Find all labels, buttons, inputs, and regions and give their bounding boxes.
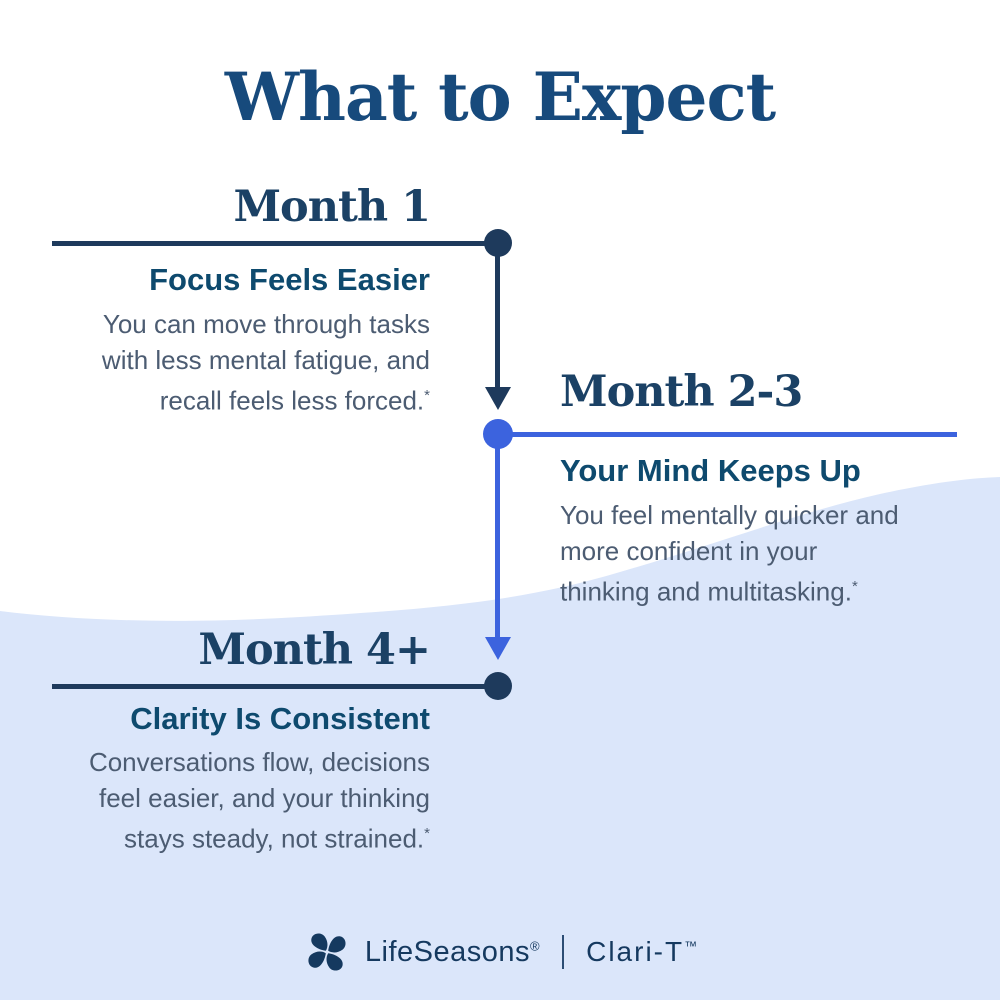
trademark-mark: ™: [684, 938, 700, 954]
arrow-down-dark-icon: [485, 387, 511, 410]
brand-name: LifeSeasons®: [364, 935, 541, 968]
body-line: Conversations flow, decisions: [88, 747, 430, 777]
footnote-asterisk: *: [851, 578, 858, 595]
footnote-asterisk: *: [424, 825, 430, 842]
body-line: more confident in your: [560, 536, 818, 566]
footnote-asterisk: *: [424, 387, 430, 404]
month-1-subhead: Focus Feels Easier: [149, 262, 430, 297]
body-line: recall feels less forced.*: [159, 385, 430, 416]
timeline-line-month-2-3: [498, 432, 957, 437]
product-name: Clari-T™: [586, 936, 700, 967]
body-line: feel easier, and your thinking: [99, 783, 430, 813]
month-2-3-heading: Month 2-3: [560, 367, 803, 417]
footer-brand-lockup: LifeSeasons® Clari-T™: [0, 928, 1000, 976]
timeline-line-month-4: [52, 684, 498, 689]
body-line: You can move through tasks: [102, 309, 430, 339]
month-2-3-body: You feel mentally quicker and more confi…: [560, 497, 899, 610]
arrow-down-blue-icon: [485, 637, 511, 660]
connector-stem-dark: [495, 255, 500, 389]
timeline-dot-month-1: [484, 229, 512, 257]
month-1-heading: Month 1: [233, 182, 431, 232]
month-4-heading: Month 4+: [198, 625, 431, 675]
body-line: You feel mentally quicker and: [560, 500, 899, 530]
timeline-dot-month-4: [484, 672, 512, 700]
body-line: stays steady, not strained.*: [124, 823, 430, 854]
lifeseasons-clover-icon: [308, 933, 346, 971]
registered-mark: ®: [530, 937, 541, 953]
page-title: What to Expect: [224, 58, 776, 136]
timeline-line-month-1: [52, 241, 498, 246]
body-line: with less mental fatigue, and: [101, 345, 430, 375]
month-4-subhead: Clarity Is Consistent: [130, 701, 430, 736]
footer-divider: [562, 935, 565, 969]
month-2-3-subhead: Your Mind Keeps Up: [560, 453, 861, 488]
month-1-body: You can move through tasks with less men…: [102, 306, 430, 419]
connector-stem-blue: [495, 447, 500, 639]
body-line: thinking and multitasking.*: [560, 576, 858, 607]
month-4-body: Conversations flow, decisions feel easie…: [89, 744, 430, 857]
